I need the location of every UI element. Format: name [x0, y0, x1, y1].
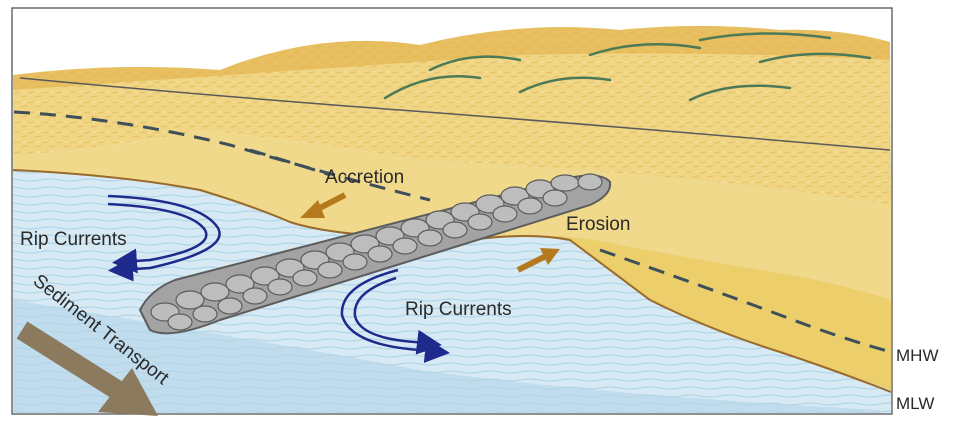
label-erosion: Erosion [566, 214, 630, 235]
label-mlw: MLW [896, 394, 934, 413]
label-rip-currents-center: Rip Currents [405, 299, 512, 320]
label-rip-currents-left: Rip Currents [20, 229, 127, 250]
label-mhw: MHW [896, 346, 938, 365]
label-accretion: Accretion [325, 167, 404, 188]
